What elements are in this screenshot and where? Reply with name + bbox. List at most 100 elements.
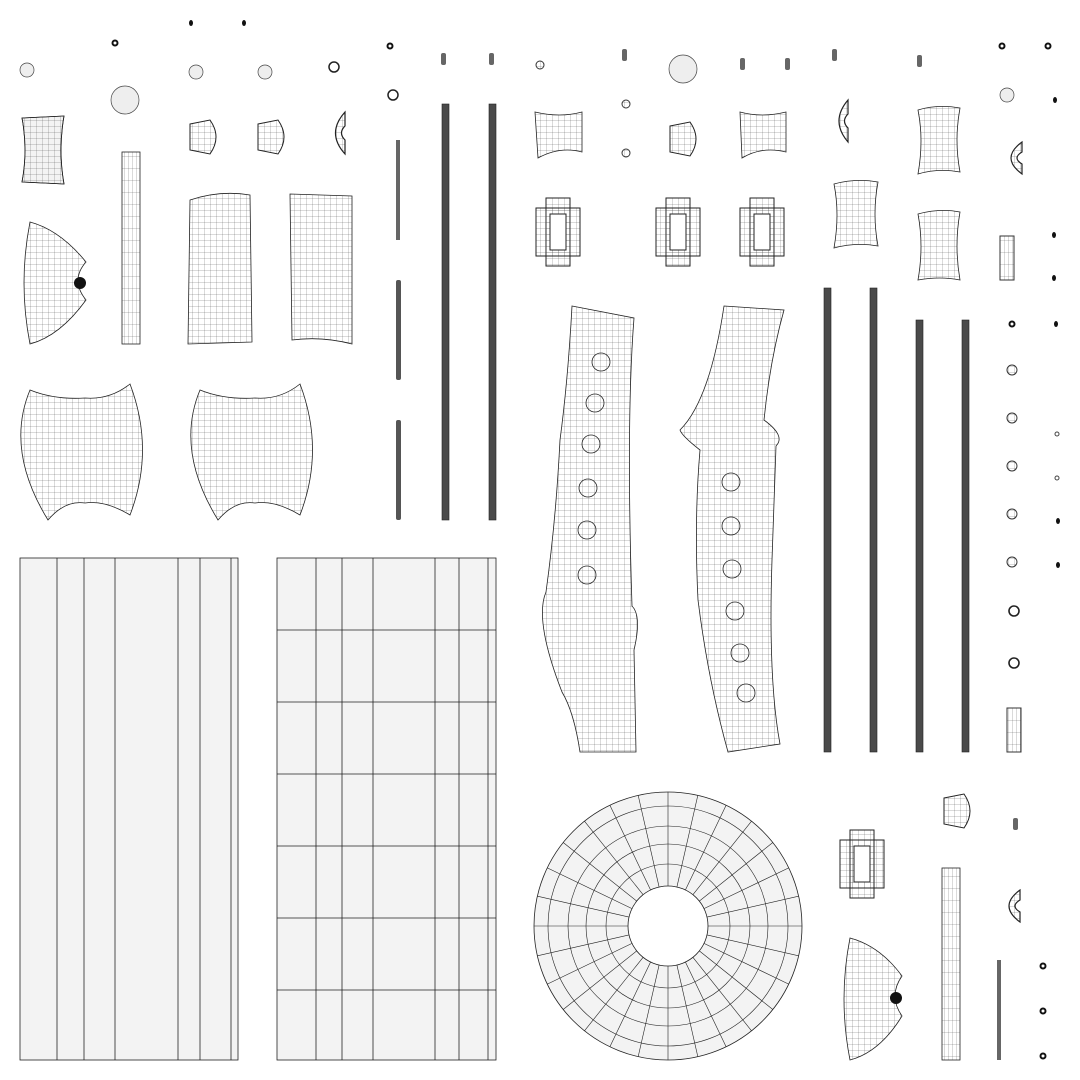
uv-small-strip bbox=[1006, 707, 1022, 753]
uv-cup bbox=[1008, 888, 1021, 924]
uv-disc-spoke bbox=[692, 821, 752, 895]
uv-dot bbox=[999, 87, 1015, 103]
uv-ring bbox=[1044, 42, 1052, 50]
uv-disc-spoke bbox=[685, 805, 727, 891]
uv-disc-spoke bbox=[637, 964, 660, 1057]
uv-disc-spoke bbox=[563, 842, 637, 902]
uv-tiny-strip bbox=[785, 58, 790, 70]
uv-pad bbox=[20, 383, 143, 521]
uv-disc-spoke bbox=[699, 950, 773, 1010]
uv-disc-spoke bbox=[685, 961, 727, 1047]
uv-tick bbox=[1056, 518, 1060, 524]
uv-cup bbox=[257, 119, 285, 155]
uv-tick bbox=[242, 20, 246, 26]
uv-tick bbox=[1053, 97, 1057, 103]
uv-ring bbox=[1008, 320, 1016, 328]
uv-gear bbox=[621, 148, 631, 158]
uv-pad bbox=[190, 383, 313, 521]
uv-rod bbox=[961, 319, 970, 753]
uv-cloth-panel bbox=[187, 192, 253, 345]
uv-fan bbox=[23, 221, 87, 345]
uv-ring bbox=[1054, 475, 1060, 481]
uv-sleeve-vents bbox=[577, 352, 611, 585]
uv-sleeve bbox=[679, 305, 785, 753]
uv-cup bbox=[1010, 140, 1023, 176]
uv-gear bbox=[1006, 460, 1018, 472]
uv-disc-spoke bbox=[676, 964, 699, 1057]
uv-cup bbox=[334, 110, 346, 156]
uv-disc-center bbox=[627, 885, 709, 967]
uv-cup bbox=[838, 98, 849, 144]
uv-disc-spoke bbox=[703, 943, 789, 985]
left-upper-islands bbox=[20, 110, 353, 521]
uv-hole bbox=[74, 277, 86, 289]
uv-gear bbox=[1006, 556, 1018, 568]
uv-rod bbox=[396, 420, 401, 520]
uv-gear bbox=[328, 61, 340, 73]
uv-ring bbox=[111, 39, 119, 47]
uv-rod bbox=[396, 280, 401, 380]
uv-gear bbox=[535, 60, 545, 70]
uv-tiny-strip bbox=[1013, 818, 1018, 830]
uv-dot bbox=[110, 85, 140, 115]
uv-rod bbox=[823, 287, 832, 753]
vertical-rods-left bbox=[396, 103, 497, 521]
uv-disc-spoke bbox=[699, 842, 773, 902]
uv-ring bbox=[386, 42, 394, 50]
uv-rod bbox=[997, 960, 1001, 1060]
uv-tiny-strip bbox=[740, 58, 745, 70]
top-small-details bbox=[19, 20, 1052, 158]
uv-gear bbox=[1006, 412, 1018, 424]
uv-tick bbox=[189, 20, 193, 26]
uv-hole bbox=[890, 992, 902, 1004]
uv-cloth-panel bbox=[289, 193, 353, 345]
uv-cross-piece bbox=[535, 197, 581, 267]
uv-disc-spoke bbox=[706, 895, 799, 918]
uv-tiny-strip bbox=[489, 53, 494, 65]
uv-dot bbox=[257, 64, 273, 80]
uv-rod bbox=[488, 103, 497, 521]
large-panels bbox=[19, 557, 497, 1061]
uv-dot bbox=[19, 62, 35, 78]
uv-tiny-strip bbox=[832, 49, 837, 61]
uv-ring bbox=[1039, 962, 1047, 970]
uv-tiny-strip bbox=[917, 55, 922, 67]
uv-large-panel bbox=[19, 557, 239, 1061]
uv-cross-piece bbox=[839, 829, 885, 899]
uv-rod bbox=[441, 103, 450, 521]
uv-tick bbox=[1052, 232, 1056, 238]
uv-fan bbox=[843, 937, 903, 1061]
uv-disc-spoke bbox=[584, 957, 644, 1031]
uv-tick bbox=[1052, 275, 1056, 281]
uv-disc-spoke bbox=[637, 795, 660, 888]
uv-strip bbox=[941, 867, 961, 1061]
uv-sleeve-vents bbox=[721, 472, 756, 703]
uv-curved-panel bbox=[534, 111, 583, 159]
round-disc bbox=[533, 791, 803, 1061]
uv-small-strip bbox=[999, 235, 1015, 281]
uv-disc-spoke bbox=[676, 795, 699, 888]
uv-disc-spoke bbox=[563, 950, 637, 1010]
uv-curved-panel bbox=[917, 210, 961, 281]
uv-gear bbox=[1008, 657, 1020, 669]
uv-rod bbox=[869, 287, 878, 753]
uv-cup bbox=[189, 119, 217, 155]
uv-disc-spoke bbox=[547, 943, 633, 985]
uv-dot bbox=[188, 64, 204, 80]
uv-ring bbox=[1054, 431, 1060, 437]
uv-disc-spokes bbox=[534, 792, 802, 1060]
sleeve-islands bbox=[542, 305, 785, 753]
uv-gear bbox=[1008, 605, 1020, 617]
uv-strip bbox=[121, 151, 141, 345]
uv-rod bbox=[396, 140, 400, 240]
uv-ring bbox=[998, 42, 1006, 50]
uv-cup bbox=[669, 121, 697, 157]
uv-disc-spoke bbox=[706, 934, 799, 957]
uv-cross-piece bbox=[655, 197, 701, 267]
uv-disc-spoke bbox=[584, 821, 644, 895]
uv-sleeve bbox=[542, 305, 638, 753]
uv-tick bbox=[1056, 562, 1060, 568]
uv-curved-panel bbox=[739, 111, 787, 159]
uv-disc-spoke bbox=[609, 961, 651, 1047]
